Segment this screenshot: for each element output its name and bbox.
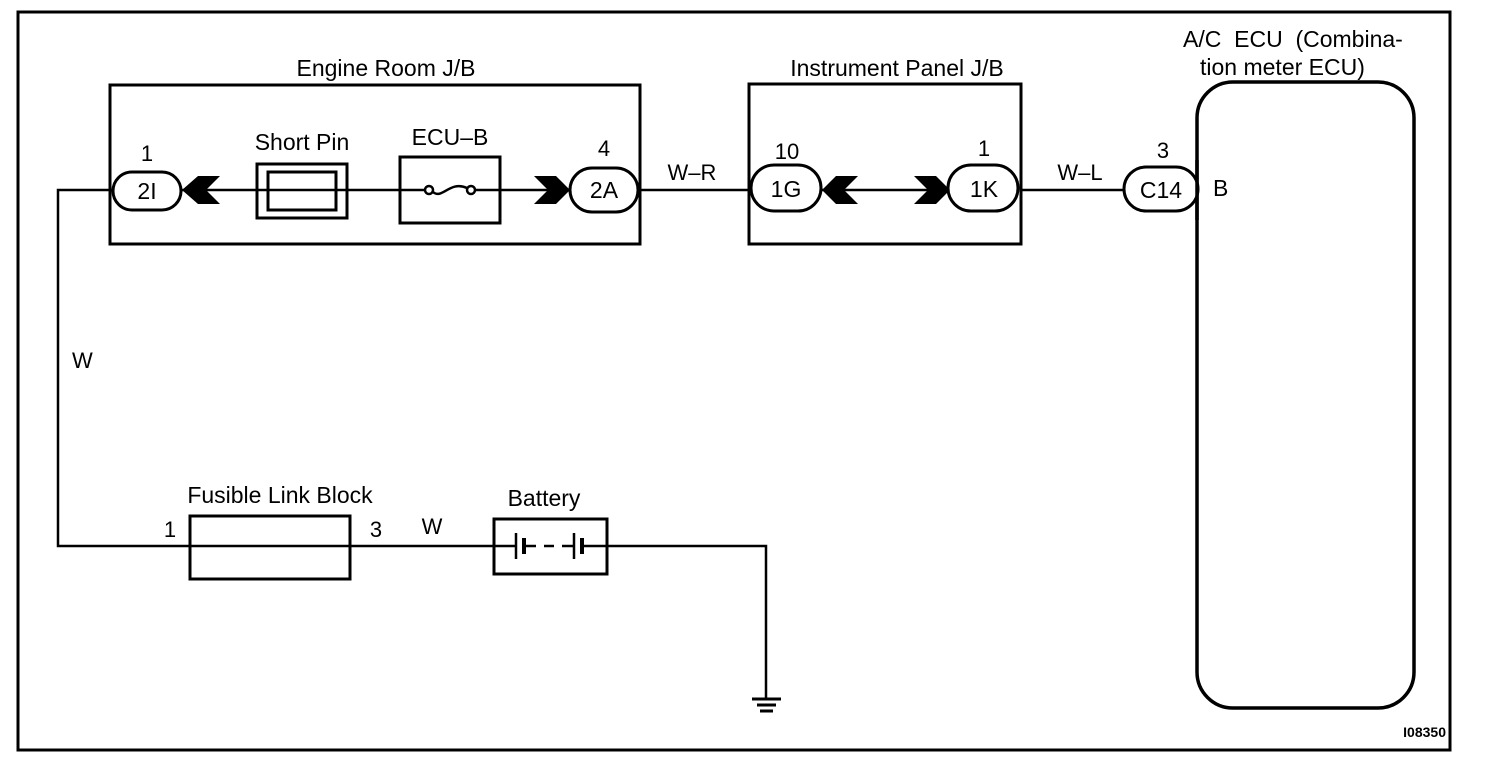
connector-2a-code: 2A [590,177,619,203]
connector-2i-pin: 1 [141,141,153,166]
figure-id: I08350 [1403,724,1446,740]
fusible-link-pin-3: 3 [370,517,382,542]
connector-1k-code: 1K [970,176,999,202]
ac-ecu-label-line2: tion meter ECU) [1200,54,1365,80]
connector-1g-pin: 10 [775,139,799,164]
fusible-link-pin-1: 1 [164,517,176,542]
wire-w-battery-label: W [422,514,443,539]
battery-label: Battery [508,485,581,511]
wire-w-r-label: W–R [668,160,717,185]
wire-to-ground [607,544,768,698]
connector-arrow-icon [822,176,858,204]
ground-icon [752,697,781,713]
connector-1g [749,163,823,213]
connector-arrow-icon [534,176,570,204]
fusible-link-block-label: Fusible Link Block [187,482,373,508]
wire-w-label: W [72,348,93,373]
engine-room-jb-label: Engine Room J/B [297,55,476,81]
connector-c14-code: C14 [1140,177,1182,203]
connector-arrow-icon [182,176,220,204]
ac-ecu-label-line1: A/C ECU (Combina- [1183,26,1403,52]
fusible-link-block-box [188,514,352,581]
instrument-panel-jb-box [747,82,1023,246]
wire-w-l-label: W–L [1057,160,1102,185]
connector-arrow-icon [914,176,950,204]
instrument-panel-jb-label: Instrument Panel J/B [790,55,1004,81]
ecu-terminal-b: B [1213,175,1228,201]
connector-2a [568,166,640,214]
connector-1g-code: 1G [771,176,802,202]
battery-icon [494,533,607,559]
connector-c14-pin: 3 [1157,138,1169,163]
connector-1k-pin: 1 [978,136,990,161]
ac-ecu-box [1195,80,1416,710]
connector-2a-pin: 4 [598,136,610,161]
engine-room-jb-box [108,83,642,246]
wire-w-vertical [56,188,190,548]
connector-2i-code: 2I [137,178,156,204]
connector-1k [946,163,1020,213]
ecu-b-fuse-label: ECU–B [412,124,489,150]
short-pin-label: Short Pin [255,129,350,155]
diagram-frame [16,10,1452,752]
fuse-icon [423,184,477,196]
